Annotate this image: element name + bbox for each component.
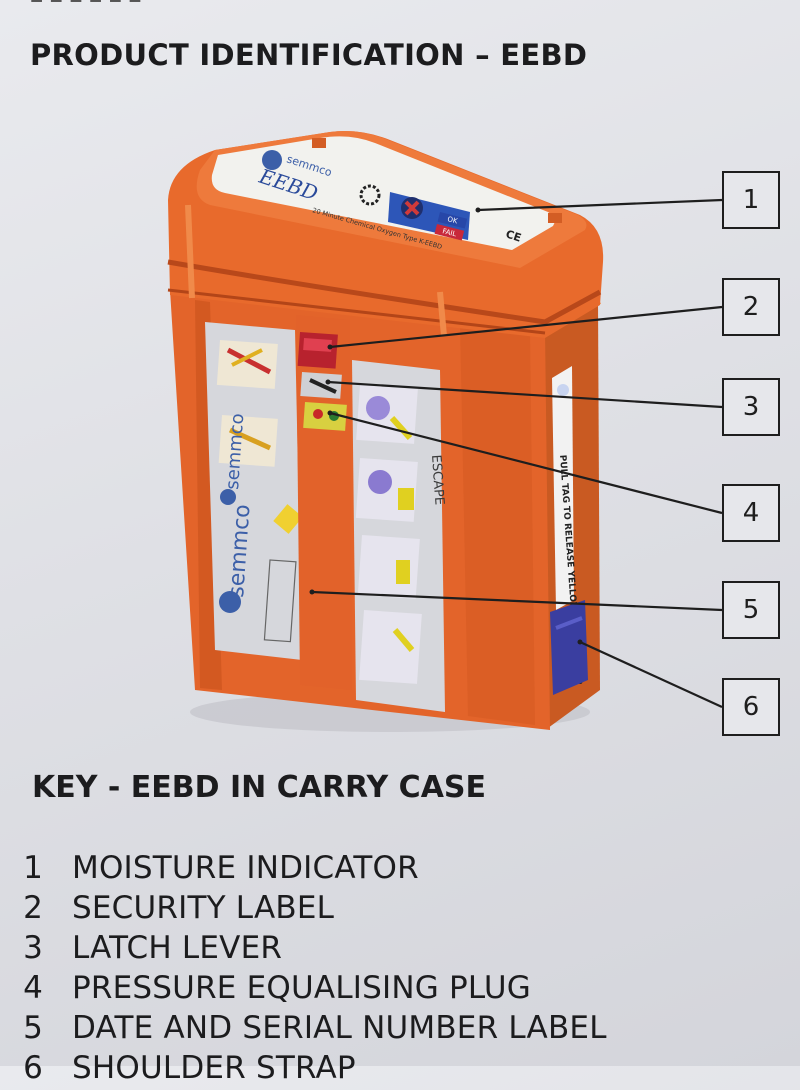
- callout-1: 1: [722, 171, 780, 229]
- eebd-illustration: semmco EEBD OK FAIL CE 20 Minute Chemica…: [0, 0, 800, 760]
- key-title: KEY - EEBD IN CARRY CASE: [32, 770, 486, 805]
- key-label: LATCH LEVER: [72, 930, 282, 966]
- key-label: SECURITY LABEL: [72, 890, 334, 926]
- key-number: 3: [18, 930, 48, 966]
- key-label: DATE AND SERIAL NUMBER LABEL: [72, 1010, 607, 1046]
- callout-6: 6: [722, 678, 780, 736]
- callout-5: 5: [722, 581, 780, 639]
- key-number: 6: [18, 1050, 48, 1086]
- key-number: 5: [18, 1010, 48, 1046]
- callout-2: 2: [722, 278, 780, 336]
- key-label: PRESSURE EQUALISING PLUG: [72, 970, 531, 1006]
- key-number: 1: [18, 850, 48, 886]
- key-number: 4: [18, 970, 48, 1006]
- key-label: SHOULDER STRAP: [72, 1050, 356, 1086]
- key-number: 2: [18, 890, 48, 926]
- key-label: MOISTURE INDICATOR: [72, 850, 419, 886]
- callout-4: 4: [722, 484, 780, 542]
- callout-3: 3: [722, 378, 780, 436]
